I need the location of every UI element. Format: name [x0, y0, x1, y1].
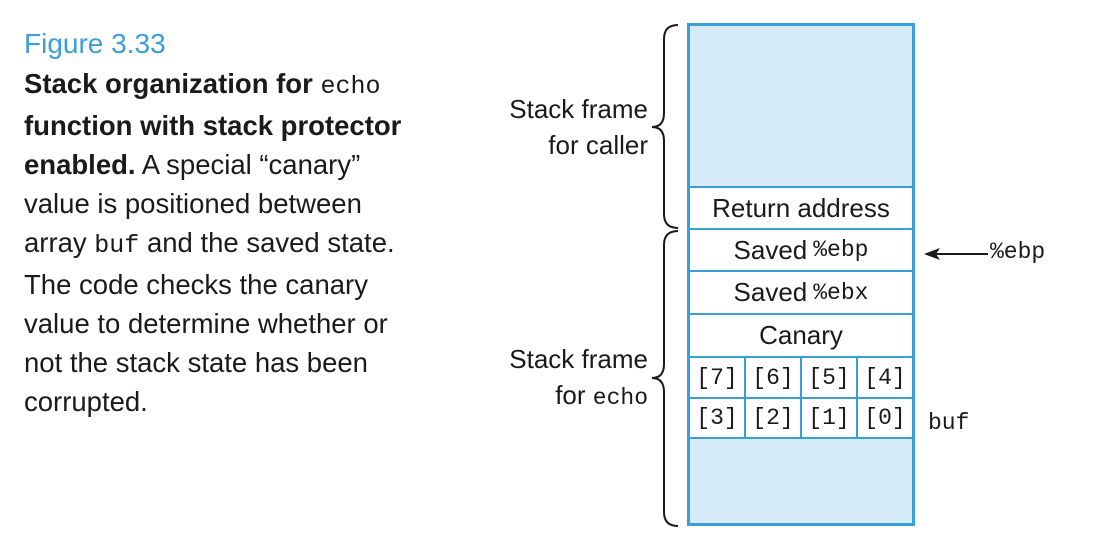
echo-frame-label-code: echo [592, 385, 648, 411]
buf-cell-7: [7] [696, 364, 738, 391]
saved-ebp-slot: Saved%ebp [690, 228, 912, 270]
saved-ebx-slot: Saved%ebx [690, 270, 912, 313]
saved-ebp-register: %ebp [813, 237, 869, 263]
buf-cell-4: [4] [856, 358, 912, 397]
caption-title-code: echo [320, 72, 381, 101]
caption-title-part1: Stack organization for [24, 68, 313, 99]
buf-low-row: [3] [2] [1] [0] [690, 397, 912, 439]
buf-label: buf [928, 410, 970, 436]
figure-caption: Figure 3.33 Stack organization for echo … [24, 26, 424, 421]
buf-cell-2: [2] [744, 399, 800, 437]
ebp-pointer-label: %ebp [990, 239, 1046, 265]
echo-frame-label-line2: for echo [470, 377, 648, 416]
buf-cell-0: [0] [856, 399, 912, 437]
caption-title: Stack organization for echo function wit… [24, 68, 401, 180]
caption-text: Stack organization for echo function wit… [24, 64, 424, 421]
saved-ebx-register: %ebx [813, 279, 869, 306]
ebp-pointer-arrow [924, 248, 988, 260]
figure-label: Figure 3.33 [24, 28, 166, 59]
return-address-label: Return address [712, 192, 890, 223]
stack-column: Return address Saved%ebp Saved%ebx Canar… [687, 23, 915, 526]
caller-frame-label: Stack frame for caller [470, 91, 648, 163]
caption-body-part2: and the saved state. The code checks the… [24, 227, 395, 417]
caller-frame-label-line1: Stack frame [509, 94, 648, 124]
echo-frame-brace [651, 230, 679, 527]
echo-frame-label: Stack frame for echo [470, 341, 648, 416]
return-address-slot: Return address [690, 186, 912, 228]
caller-frame-label-line2: for caller [548, 130, 648, 160]
saved-ebx-text: Saved [733, 277, 808, 307]
caption-body-part1: A special “canary” value is positioned b… [24, 149, 362, 258]
caption-body-code: buf [94, 231, 140, 260]
saved-ebp-text: Saved [733, 234, 808, 265]
caption-title-part2: function with stack protector enabled. [24, 110, 402, 180]
caller-frame-brace [651, 24, 679, 229]
buf-cell-3: [3] [696, 405, 738, 431]
buf-cell-1: [1] [800, 399, 856, 437]
echo-frame-label-line1: Stack frame [509, 344, 648, 374]
buf-cell-5: [5] [800, 358, 856, 397]
canary-label: Canary [759, 320, 843, 350]
buf-high-row: [7] [6] [5] [4] [690, 356, 912, 397]
canary-slot: Canary [690, 313, 912, 356]
buf-cell-6: [6] [744, 358, 800, 397]
echo-frame-label-for: for [555, 380, 586, 410]
